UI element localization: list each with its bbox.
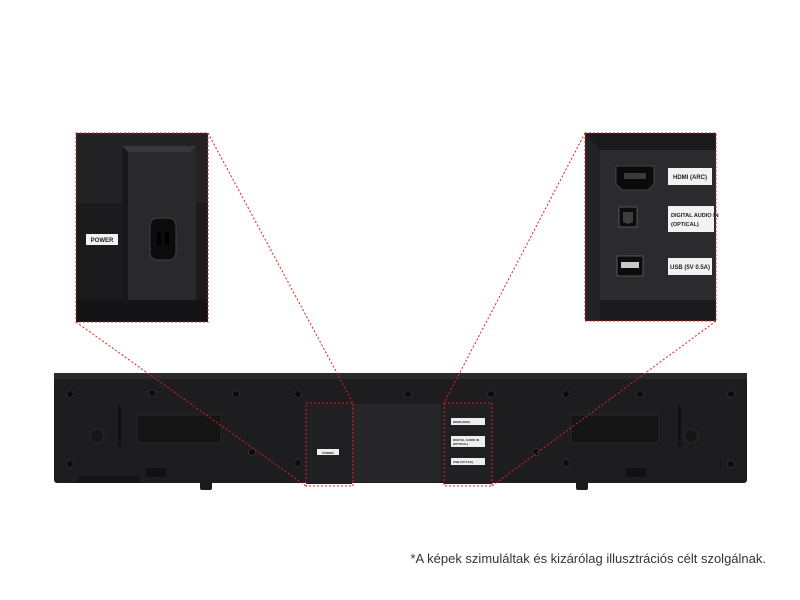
disclaimer-caption: *A képek szimuláltak és kizárólag illusz…	[410, 551, 767, 566]
usb-port-icon	[616, 255, 644, 277]
bar-optical-label-line2: (OPTICAL)	[453, 442, 468, 446]
optical-label-line2: (OPTICAL)	[671, 222, 699, 228]
optical-port-icon	[618, 206, 638, 228]
usb-label-text: USB (5V 0.5A)	[670, 265, 710, 271]
bar-usb-label-text: USB (5V 0.5A)	[453, 460, 473, 464]
soundbar-body: POWER HDMI (ARC) DIGITAL AUDIO IN (OPTIC…	[54, 373, 747, 490]
power-label-text: POWER	[91, 238, 114, 244]
bar-power-label: POWER	[317, 449, 339, 455]
optical-label: DIGITAL AUDIO IN (OPTICAL)	[668, 206, 719, 232]
bar-optical-label: DIGITAL AUDIO IN (OPTICAL)	[451, 436, 485, 447]
bar-hdmi-label: HDMI (ARC)	[451, 418, 485, 425]
callout-lines	[75, 132, 717, 487]
bar-hdmi-label-text: HDMI (ARC)	[453, 420, 470, 424]
usb-label: USB (5V 0.5A)	[668, 258, 712, 275]
power-socket-icon	[149, 217, 177, 261]
screw-holes	[66, 389, 735, 468]
hdmi-label: HDMI (ARC)	[668, 168, 712, 185]
bar-power-label-text: POWER	[322, 451, 334, 455]
power-zoom-panel: POWER	[76, 133, 208, 322]
bar-usb-label: USB (5V 0.5A)	[451, 458, 485, 465]
bar-optical-label-line1: DIGITAL AUDIO IN	[453, 438, 479, 442]
hdmi-label-text: HDMI (ARC)	[673, 175, 707, 181]
optical-label-line1: DIGITAL AUDIO IN	[671, 213, 719, 219]
ports-zoom-panel: HDMI (ARC) DIGITAL AUDIO IN (OPTICAL) US…	[585, 133, 719, 321]
power-label: POWER	[86, 234, 118, 245]
hdmi-port-icon	[615, 165, 655, 191]
